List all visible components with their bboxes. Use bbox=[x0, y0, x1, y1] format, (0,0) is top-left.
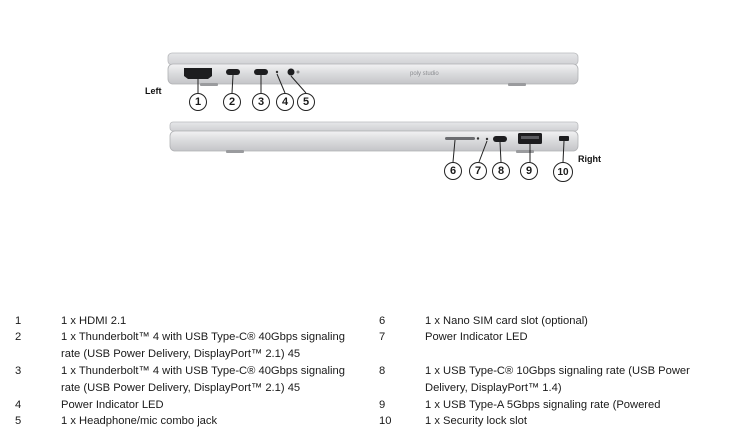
lock-slot-shape bbox=[559, 136, 569, 141]
callout-7: 7 bbox=[469, 162, 487, 180]
right-side-view bbox=[169, 121, 579, 163]
left-side-label: Left bbox=[145, 86, 162, 96]
spec-description: 1 x Headphone/mic combo jack bbox=[61, 415, 218, 427]
callout-10: 10 bbox=[553, 162, 573, 182]
spec-description: 1 x Thunderbolt™ 4 with USB Type-C® 40Gb… bbox=[61, 331, 345, 360]
callout-4: 4 bbox=[276, 93, 294, 111]
sim-slot-shape bbox=[445, 137, 475, 140]
spec-number: 5 bbox=[15, 415, 22, 427]
spec-description: 1 x HDMI 2.1 bbox=[61, 315, 127, 327]
spec-description: Power Indicator LED bbox=[425, 331, 528, 343]
spec-description: 1 x USB Type-C® 10Gbps signaling rate (U… bbox=[425, 365, 690, 394]
callout-3: 3 bbox=[252, 93, 270, 111]
spec-description: Power Indicator LED bbox=[61, 399, 164, 411]
usbc-port-shape-1 bbox=[226, 69, 240, 75]
spec-description: 1 x Security lock slot bbox=[425, 415, 527, 427]
port-diagram: poly studio Left Right bbox=[145, 52, 601, 182]
spec-description: 1 x USB Type-A 5Gbps signaling rate (Pow… bbox=[425, 399, 661, 411]
callout-6: 6 bbox=[444, 162, 462, 180]
spec-number: 8 bbox=[379, 365, 386, 377]
laptop-side-views: poly studio bbox=[167, 52, 579, 163]
callout-8: 8 bbox=[492, 162, 510, 180]
brand-mark: poly studio bbox=[410, 71, 439, 77]
spec-number: 2 bbox=[15, 331, 22, 343]
right-side-label: Right bbox=[578, 154, 601, 164]
spec-number: 1 bbox=[15, 315, 22, 327]
spec-number: 3 bbox=[15, 365, 22, 377]
usbc-port-shape-3 bbox=[493, 136, 507, 142]
callout-1: 1 bbox=[189, 93, 207, 111]
audio-jack-shape bbox=[287, 68, 295, 76]
spec-number: 7 bbox=[379, 331, 386, 343]
hdmi-port-shape bbox=[184, 68, 212, 79]
led-shape-right bbox=[485, 137, 489, 141]
spec-number: 4 bbox=[15, 399, 22, 411]
spec-description: 1 x Nano SIM card slot (optional) bbox=[425, 315, 588, 327]
left-side-view: poly studio bbox=[167, 52, 579, 94]
spec-description: 1 x Thunderbolt™ 4 with USB Type-C® 40Gb… bbox=[61, 365, 345, 394]
callout-5: 5 bbox=[297, 93, 315, 111]
spec-number: 9 bbox=[379, 399, 386, 411]
spec-number: 6 bbox=[379, 315, 386, 327]
callout-9: 9 bbox=[520, 162, 538, 180]
callout-2: 2 bbox=[223, 93, 241, 111]
usbc-port-shape-2 bbox=[254, 69, 268, 75]
spec-number: 10 bbox=[379, 415, 392, 427]
led-shape-left bbox=[275, 70, 279, 74]
